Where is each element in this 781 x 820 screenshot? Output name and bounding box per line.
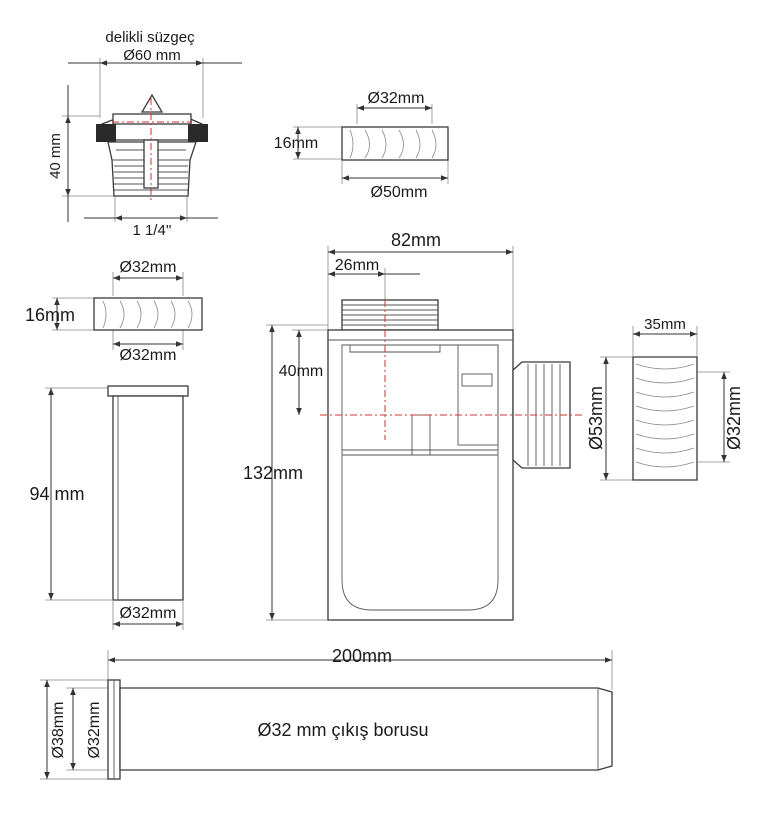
strainer-height-label: 40 mm [47,133,64,179]
tube-short-drawing [45,385,189,630]
outlet-pipe-outer-label: Ø38mm [50,702,67,759]
nut-left-height-label: 16mm [25,305,75,325]
outlet-pipe-caption: Ø32 mm çıkış borusu [257,720,428,740]
trap-depth-label: 40mm [279,363,323,380]
strainer-drawing [62,58,242,222]
nut-small-drawing [293,104,449,184]
strainer-title: delikli süzgeç [105,29,195,46]
trap-width-label: 82mm [391,230,441,250]
adapter-length-label: 35mm [644,316,686,333]
nut-small-top-label: Ø32mm [368,90,425,107]
strainer-width-label: Ø60 mm [123,47,181,64]
adapter-outer-label: Ø53mm [586,386,606,450]
trap-drawing [266,246,585,621]
nut-left-top-label: Ø32mm [120,259,177,276]
nut-small-height-label: 16mm [274,135,318,152]
nut-small-bottom-label: Ø50mm [371,184,428,201]
adapter-inner-label: Ø32mm [724,386,744,450]
tube-short-width-label: Ø32mm [120,605,177,622]
nut-left-drawing [52,272,203,350]
outlet-pipe-length-label: 200mm [332,646,392,666]
nut-left-bottom-label: Ø32mm [120,347,177,364]
trap-height-label: 132mm [243,463,303,483]
adapter-drawing [600,326,730,481]
outlet-pipe-inner-label: Ø32mm [86,702,103,759]
trap-offset-label: 26mm [335,257,379,274]
strainer-thread-label: 1 1/4'' [132,222,171,239]
tube-short-height-label: 94 mm [29,484,84,504]
outlet-pipe-drawing [40,650,613,780]
